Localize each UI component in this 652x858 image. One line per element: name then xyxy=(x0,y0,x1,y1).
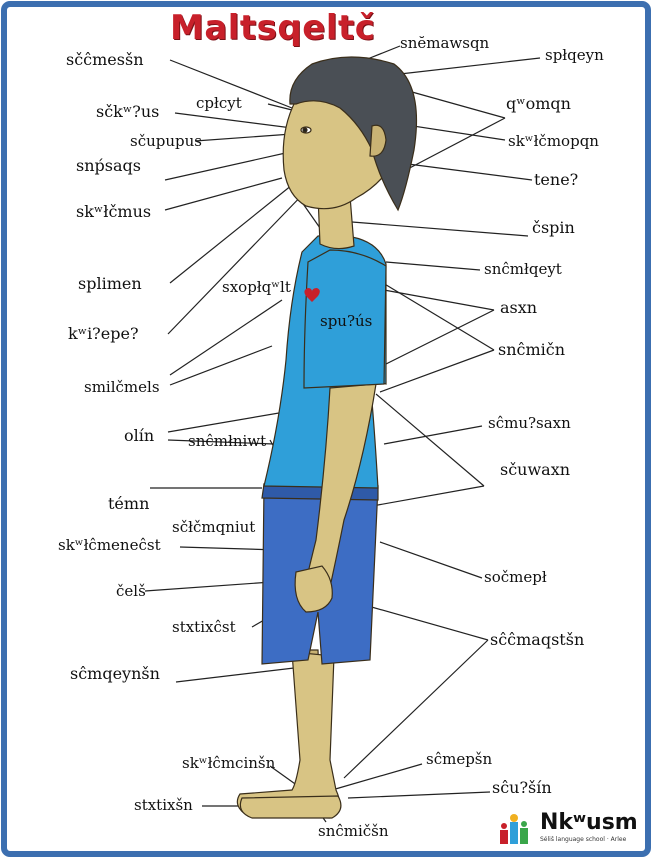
label-nose: snṕsaqs xyxy=(76,158,141,174)
logo-subtitle: Séliš language school · Arlee xyxy=(540,836,626,843)
label-lips: splimen xyxy=(78,276,142,292)
label-eye-left: cpłcyt xyxy=(196,96,242,111)
label-waist: témn xyxy=(108,496,149,512)
label-thumb: čelš xyxy=(116,584,146,599)
label-heart: spu?ús xyxy=(320,314,372,329)
label-chin: kʷi?epe? xyxy=(68,326,139,342)
label-head-top: snĕmawsqn xyxy=(400,36,489,51)
label-back-head: skʷłčmopqn xyxy=(508,134,599,149)
label-thigh: sĉmqeynšn xyxy=(70,666,160,682)
label-foot: sĉu?šín xyxy=(492,780,552,796)
label-fingers: stxtixĉst xyxy=(172,620,236,635)
label-hip: sčłčmqniut xyxy=(172,520,255,535)
label-ear: tene? xyxy=(534,172,578,188)
label-nose-bridge: sčkʷ?us xyxy=(96,104,159,120)
label-forearm: sčuwaxn xyxy=(500,462,570,478)
label-elbow: sĉmu?saxn xyxy=(488,416,571,431)
label-heel-back: sĉmepšn xyxy=(426,752,492,767)
label-neck-front: sxopłqʷlt xyxy=(222,280,291,295)
label-hair-back: qʷomqn xyxy=(506,96,571,112)
label-chest: smilčmels xyxy=(84,380,160,395)
label-wrist: skʷłĉmeneĉst xyxy=(58,538,161,553)
label-eye-lash: sčupupus xyxy=(130,134,202,149)
label-toes: stxtixšn xyxy=(134,798,193,813)
label-upper-arm: snĉmičn xyxy=(498,342,565,358)
label-buttock: sočmepł xyxy=(484,570,547,585)
logo-name: Nkʷusm xyxy=(540,810,638,835)
poster-title: Maltsqeltč xyxy=(170,8,375,48)
label-eyebrow: sčĉmesšn xyxy=(66,52,144,68)
label-neck-back: čspin xyxy=(532,220,575,236)
label-belly: olín xyxy=(124,428,154,444)
label-hair-right: spłqeyn xyxy=(545,48,604,63)
label-sole: snĉmičšn xyxy=(318,824,389,839)
label-mouth: skʷłčmus xyxy=(76,204,151,220)
label-arm: asxn xyxy=(500,300,537,316)
label-knee: sĉĉmaqstšn xyxy=(490,632,584,648)
label-belly-side: snĉmłniwt xyxy=(188,434,266,449)
label-ankle: skʷłĉmcinšn xyxy=(182,756,275,771)
label-shoulder: snĉmłqeyt xyxy=(484,262,562,277)
